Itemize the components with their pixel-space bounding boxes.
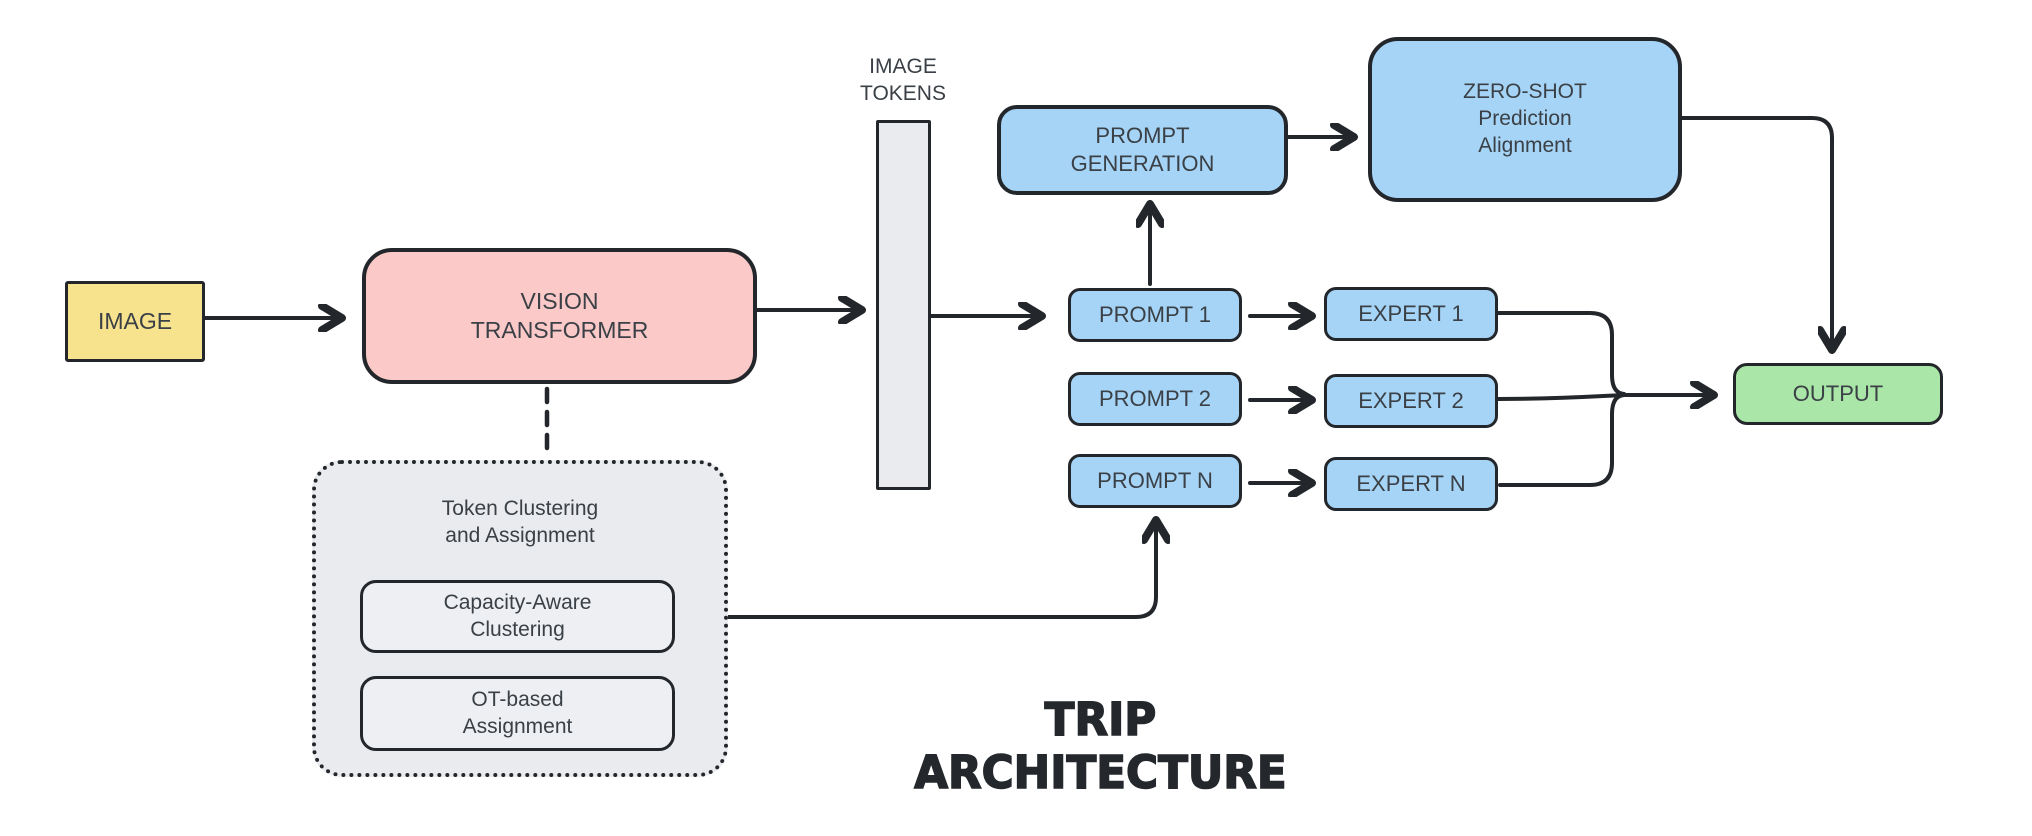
ot-based-assignment-label: OT-based Assignment [462,687,573,738]
wire-expert-1-merge [1496,311,1626,396]
image-tokens-bar [876,120,931,490]
expert-1-box: EXPERT 1 [1324,287,1498,341]
expert-n-box: EXPERT N [1324,457,1498,511]
zero-shot-alignment-label: ZERO-SHOT Prediction Alignment [1463,80,1587,157]
prompt-n-box: PROMPT N [1068,454,1242,508]
image-box: IMAGE [65,281,205,362]
prompt-generation-label: PROMPT GENERATION [1070,122,1215,176]
elbow-zero-shot-to-output [1680,116,1832,350]
output-label: OUTPUT [1792,380,1884,406]
prompt-1-box: PROMPT 1 [1068,288,1242,342]
wire-capacity-to-prompt-n [674,520,1156,619]
zero-shot-alignment-box: ZERO-SHOT Prediction Alignment [1368,37,1682,202]
image-label: IMAGE [97,307,173,334]
prompt-2-box: PROMPT 2 [1068,372,1242,426]
prompt-generation-box: PROMPT GENERATION [997,105,1288,195]
expert-2-box: EXPERT 2 [1324,374,1498,428]
wire-expert-2-merge [1496,393,1626,401]
capacity-aware-clustering-box: Capacity-Aware Clustering [360,580,675,653]
wire-expert-n-merge [1498,393,1626,487]
diagram-title: TRIP ARCHITECTURE [913,692,1287,800]
capacity-aware-clustering-label: Capacity-Aware Clustering [443,590,592,641]
token-clustering-label: Token Clustering and Assignment [441,497,599,547]
ot-based-assignment-box: OT-based Assignment [360,676,675,751]
vision-transformer-box: VISION TRANSFORMER [362,248,757,384]
output-box: OUTPUT [1733,363,1943,425]
vision-transformer-label: VISION TRANSFORMER [470,287,649,343]
image-tokens-label: IMAGE TOKENS [860,55,946,105]
